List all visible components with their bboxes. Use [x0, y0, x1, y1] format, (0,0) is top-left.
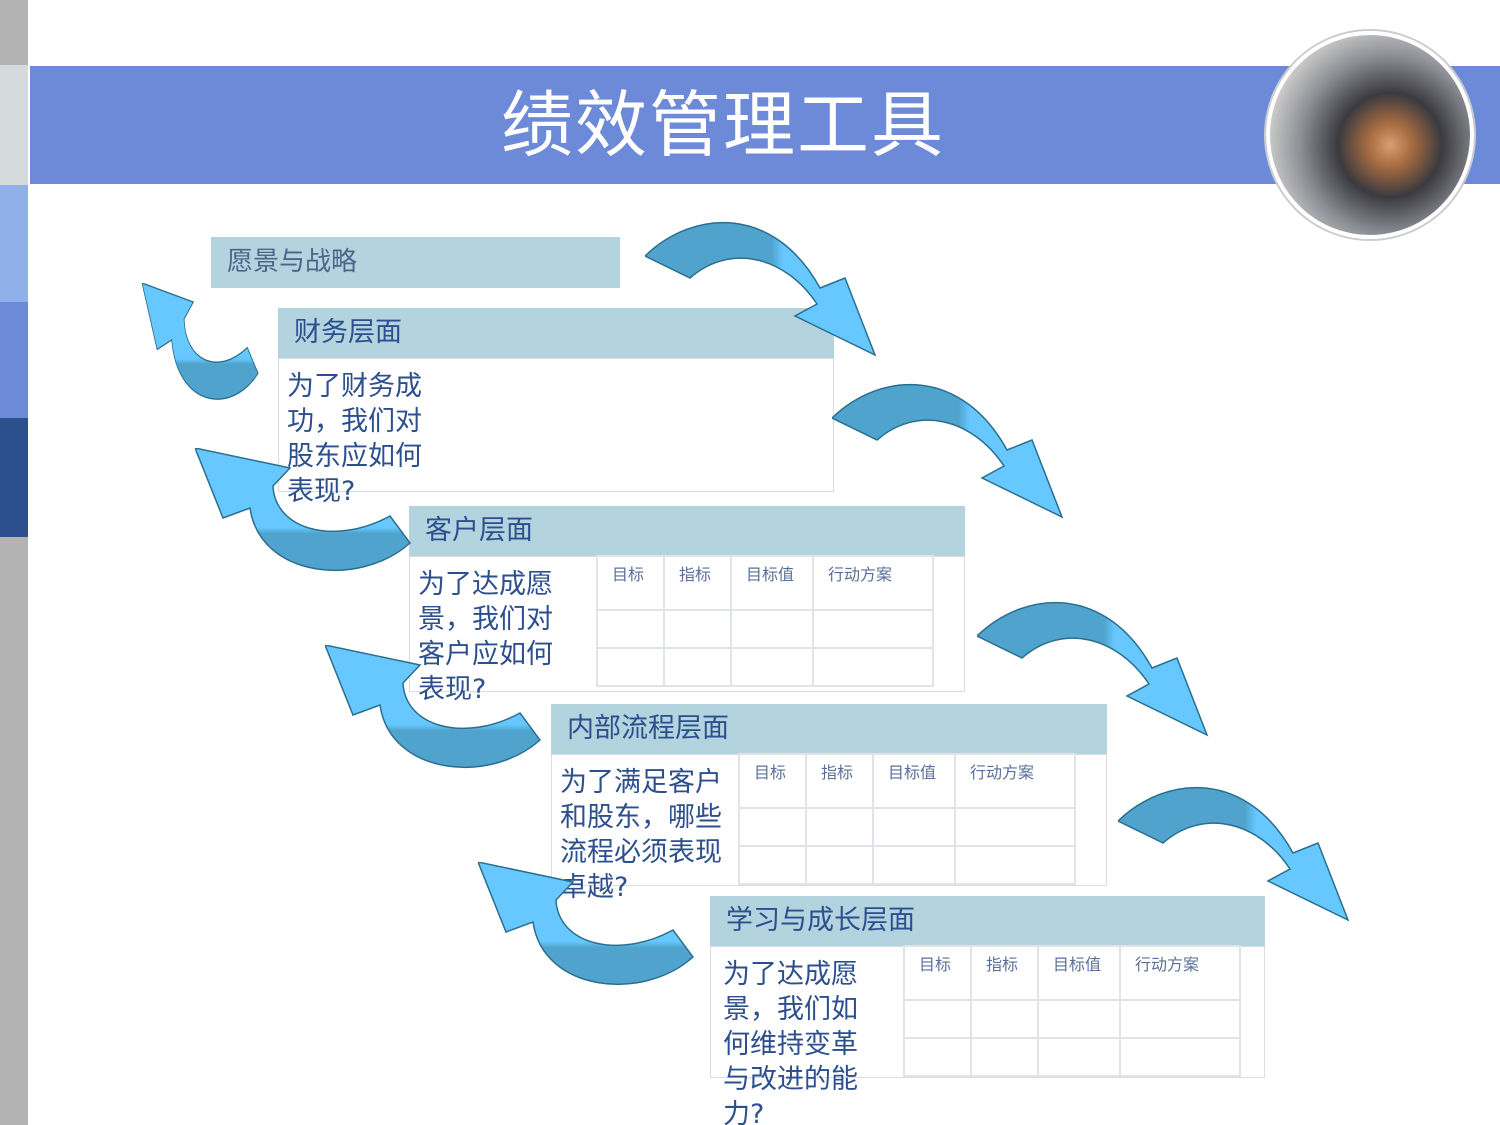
perspective-learning-growth: 学习与成长层面 为了达成愿景，我们如何维持变革与改进的能力? 目标指标目标值行动… — [710, 896, 1265, 1125]
column-header: 行动方案 — [954, 753, 1076, 809]
perspective-question: 为了满足客户和股东，哪些流程必须表现卓越? — [560, 767, 722, 903]
curved-arrow-icon — [195, 448, 411, 572]
perspective-question: 为了达成愿景，我们如何维持变革与改进的能力? — [723, 959, 858, 1125]
metrics-table: 目标指标目标值行动方案 — [596, 555, 934, 687]
column-header: 指标 — [805, 753, 874, 809]
column-header: 目标值 — [872, 753, 956, 809]
perspective-question: 为了达成愿景，我们对客户应如何表现? — [418, 569, 553, 705]
perspective-internal-process: 内部流程层面 为了满足客户和股东，哪些流程必须表现卓越? 目标指标目标值行动方案 — [551, 704, 1107, 903]
curved-arrow-icon — [645, 221, 876, 356]
column-header: 目标值 — [730, 555, 814, 611]
side-strip — [0, 0, 28, 65]
perspective-title: 客户层面 — [409, 506, 965, 556]
column-header: 行动方案 — [812, 555, 934, 611]
column-header: 目标 — [903, 945, 972, 1001]
column-header: 指标 — [970, 945, 1039, 1001]
page-title: 绩效管理工具 — [500, 83, 945, 167]
perspective-title: 学习与成长层面 — [710, 896, 1265, 946]
title-banner: 绩效管理工具 — [30, 66, 1500, 184]
curved-arrow-icon — [1118, 786, 1349, 921]
curved-arrow-icon — [478, 862, 694, 986]
column-header: 行动方案 — [1119, 945, 1241, 1001]
column-header: 目标值 — [1037, 945, 1121, 1001]
perspective-title: 财务层面 — [278, 308, 834, 358]
curved-arrow-icon — [325, 645, 541, 769]
curved-arrow-icon — [142, 283, 259, 400]
metrics-table: 目标指标目标值行动方案 — [903, 945, 1241, 1077]
vision-label: 愿景与战略 — [211, 237, 620, 288]
column-header: 指标 — [663, 555, 732, 611]
perspective-title: 内部流程层面 — [551, 704, 1107, 754]
perspective-customer: 客户层面 为了达成愿景，我们对客户应如何表现? 目标指标目标值行动方案 — [409, 506, 965, 705]
column-header: 目标 — [596, 555, 665, 611]
side-strip — [0, 185, 28, 302]
perspective-financial: 财务层面 为了财务成功，我们对股东应如何表现? — [278, 308, 834, 507]
column-header: 目标 — [738, 753, 807, 809]
vision-box: 愿景与战略 — [211, 237, 620, 288]
metrics-table: 目标指标目标值行动方案 — [738, 753, 1076, 885]
handshake-photo — [1266, 31, 1474, 239]
curved-arrow-icon — [977, 601, 1208, 736]
side-strip — [0, 302, 28, 418]
curved-arrow-icon — [832, 383, 1063, 518]
side-strip — [0, 65, 28, 185]
perspective-question: 为了财务成功，我们对股东应如何表现? — [287, 371, 422, 507]
side-strip — [0, 418, 28, 537]
side-strip — [0, 537, 28, 1125]
